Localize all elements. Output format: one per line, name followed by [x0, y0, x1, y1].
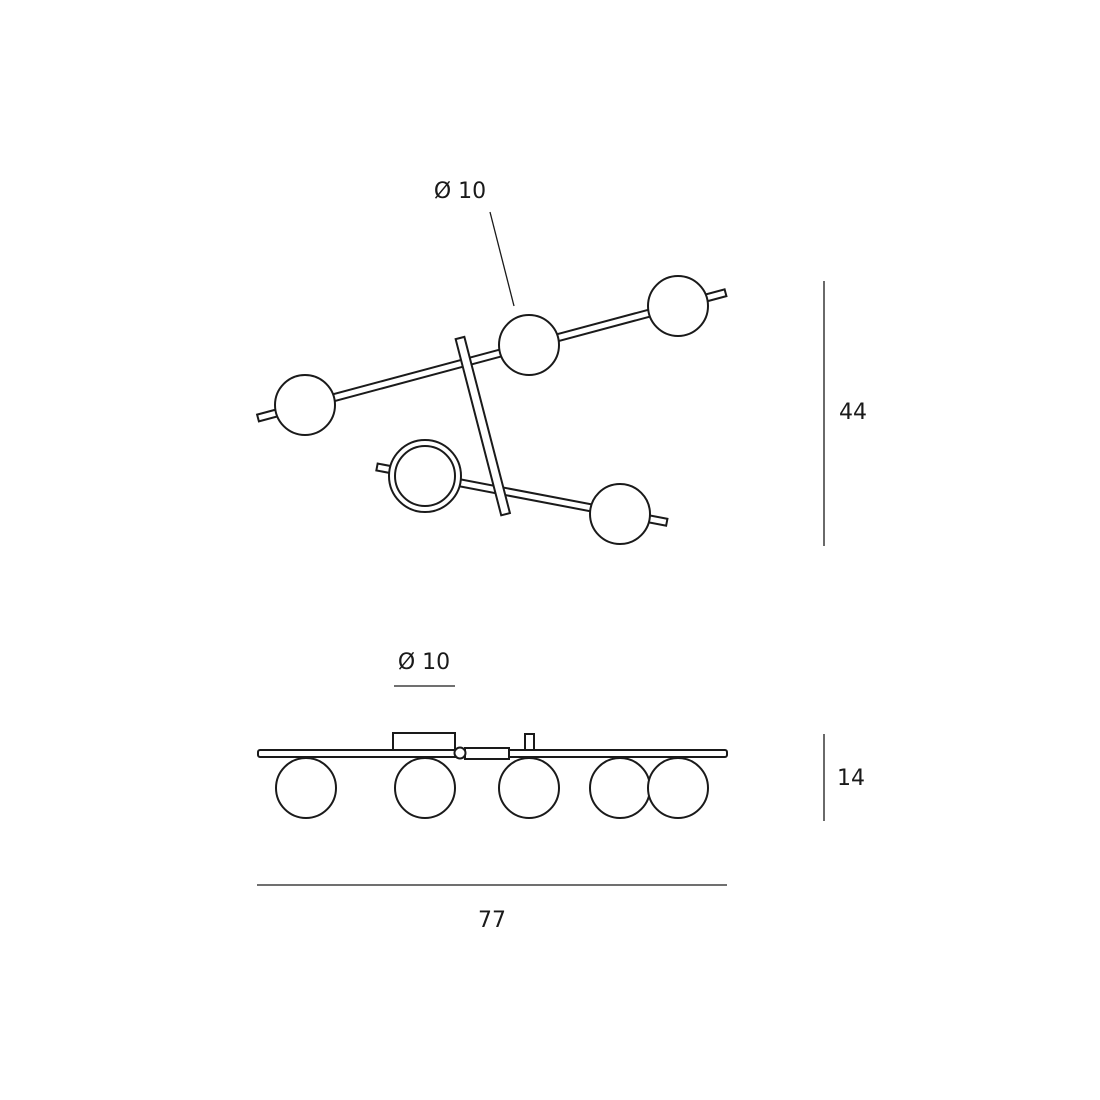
- globe: [589, 757, 651, 819]
- upper-arm: [255, 288, 728, 423]
- pivot-joint: [453, 746, 467, 760]
- diameter-leader-line: [489, 211, 515, 307]
- canopy: [392, 732, 456, 751]
- width-label: 77: [478, 908, 506, 933]
- side-diameter-label: Ø 10: [398, 650, 450, 675]
- upper-arm-bar: [255, 288, 728, 423]
- globe: [498, 314, 560, 376]
- side-view: Ø 10 14 77: [257, 650, 865, 933]
- top-height-label: 44: [839, 400, 867, 425]
- globe: [647, 275, 709, 337]
- globe: [394, 445, 456, 507]
- small-bracket: [524, 733, 535, 752]
- globe: [274, 374, 336, 436]
- top-view: Ø 10 44: [255, 179, 867, 546]
- globe: [498, 757, 560, 819]
- globe: [589, 483, 651, 545]
- cross-bar-rect: [454, 335, 512, 517]
- globe: [275, 757, 337, 819]
- cross-bar: [454, 335, 512, 517]
- globe: [647, 757, 709, 819]
- side-height-label: 14: [837, 766, 865, 791]
- top-diameter-label: Ø 10: [434, 179, 486, 204]
- globe: [394, 757, 456, 819]
- cylinder: [464, 747, 510, 760]
